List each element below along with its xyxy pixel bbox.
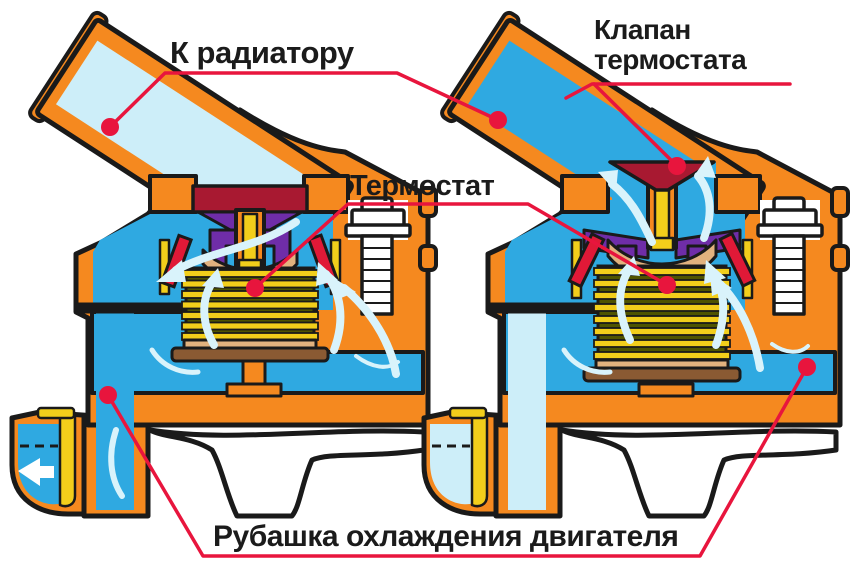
spring-coil: [593, 351, 731, 360]
base-plate: [170, 346, 330, 363]
spring-coil: [181, 311, 319, 320]
hose-ridge: [418, 244, 438, 272]
hose-ridge: [830, 186, 850, 218]
pump-impeller-band: [58, 412, 77, 508]
callout-dot: [246, 279, 264, 297]
spring-coil: [181, 300, 319, 310]
hose-ridge: [418, 186, 438, 218]
callout-line-to-radiator: [108, 71, 500, 129]
bolt-thread: [775, 247, 803, 304]
flow-arc: [770, 342, 810, 354]
spring-coil: [593, 267, 731, 276]
flow-arc: [561, 347, 613, 375]
valve-seat-closed: [191, 184, 309, 214]
bolt-thread: [363, 247, 391, 304]
housing-bolt: [756, 196, 824, 316]
arrowhead: [704, 260, 726, 284]
flow-arc: [108, 427, 125, 499]
label-engine-cooling-jacket: Рубашка охлаждения двигателя: [213, 520, 679, 553]
callout-line-thermostat: [253, 202, 669, 290]
callout-dot: [99, 386, 117, 404]
callout-dot: [658, 276, 676, 294]
spring-coil: [593, 339, 731, 348]
label-thermostat-valve: Клапан термостата: [594, 14, 747, 75]
jacket-floor-peg-base: [225, 382, 283, 398]
valve-flow-arrow: [694, 172, 714, 242]
spring-coil: [593, 327, 731, 336]
spring-coil: [181, 321, 319, 331]
arrowhead: [694, 156, 716, 178]
seat-post-left: [148, 174, 198, 214]
arrowhead: [334, 278, 356, 300]
label-thermostat: Термостат: [350, 170, 495, 202]
engine-block-outline: [147, 427, 427, 519]
seat-post-left: [560, 174, 610, 214]
spring-coil: [593, 315, 731, 324]
arrowhead: [202, 268, 224, 288]
callout-dot: [798, 358, 816, 376]
thermostat-assembly-closed: [148, 174, 350, 363]
rubber-seal-right: [718, 231, 757, 289]
pump-flow-arrow: [18, 458, 54, 486]
arrowhead: [316, 262, 338, 286]
callout-line-jacket: [106, 365, 809, 558]
label-to-radiator: К радиатору: [170, 35, 354, 70]
diagram-thermostat-closed: [9, 10, 438, 519]
callout-line-valve: [592, 82, 679, 168]
valve-flow-arrow: [608, 180, 656, 246]
callout-dot: [101, 118, 119, 136]
callouts: [99, 71, 816, 558]
callout-dot: [668, 157, 686, 175]
label-thermostat-valve-line1: Клапан: [594, 14, 691, 45]
label-thermostat-valve-line2: термостата: [594, 43, 747, 75]
arrowhead: [710, 274, 732, 296]
coolant-flow-arrows: [561, 156, 810, 375]
pump-coolant: [430, 424, 474, 505]
engine-block-outline: [559, 427, 839, 519]
spring-coil: [593, 291, 731, 300]
hose-ridge: [830, 244, 850, 272]
pump-flange: [36, 406, 76, 420]
seat-post-right: [302, 174, 350, 214]
arrowhead: [598, 170, 618, 192]
housing-bolt: [344, 196, 412, 316]
jacket-floor-peg-base: [637, 382, 695, 398]
bypass-flow-arrow: [172, 218, 300, 274]
flow-arc: [149, 347, 201, 375]
coolant-flow-arrows: [108, 218, 400, 499]
callout-dot: [489, 111, 507, 129]
pump-impeller-band: [470, 412, 489, 508]
rubber-seal-left: [567, 231, 606, 289]
seat-post-right: [714, 174, 762, 214]
spring-coil: [593, 303, 731, 312]
flow-arc: [354, 354, 400, 369]
arrowhead: [618, 256, 640, 276]
spring-coil: [181, 269, 319, 278]
stem-pin: [653, 186, 671, 242]
diagram-thermostat-open: [421, 10, 850, 519]
base-plate: [582, 366, 742, 383]
arrowhead: [156, 260, 186, 282]
bypass-channel-coolant: [508, 312, 546, 510]
pump-flange: [448, 406, 488, 420]
callout-line-valve: [564, 82, 792, 100]
